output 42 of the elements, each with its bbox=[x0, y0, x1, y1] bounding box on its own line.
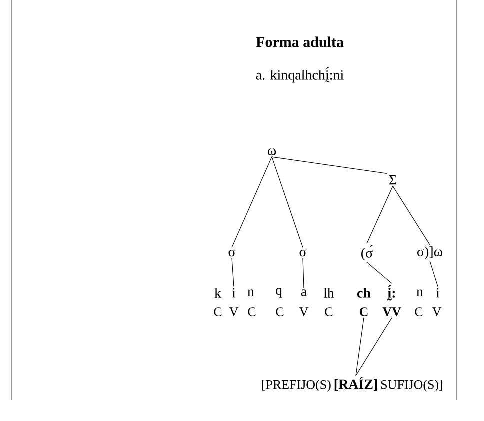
cv-letter: V bbox=[299, 308, 309, 316]
segment-letter: i bbox=[436, 288, 440, 298]
morpheme-label: [PREFIJO(S) bbox=[262, 380, 331, 392]
cv-letter: C bbox=[360, 308, 368, 316]
tree-line bbox=[366, 186, 394, 244]
cv-letter: V bbox=[432, 308, 442, 316]
tree-label: σ)]ω bbox=[418, 246, 442, 260]
segment-letter: ḭ́: bbox=[387, 285, 396, 301]
segment-letter: i bbox=[232, 288, 236, 298]
tree-line bbox=[232, 258, 234, 287]
segment-letter: lh bbox=[324, 288, 334, 298]
tree-line bbox=[232, 156, 272, 248]
tree-line bbox=[392, 186, 430, 246]
cv-letter: VV bbox=[382, 308, 402, 316]
tree-line bbox=[356, 318, 364, 376]
cv-letter: C bbox=[276, 308, 284, 316]
tree-line bbox=[366, 262, 392, 284]
tree-line bbox=[356, 318, 392, 376]
tree-line bbox=[272, 156, 388, 174]
segment-letter: k bbox=[214, 288, 222, 298]
cv-letter: V bbox=[229, 308, 239, 316]
segment-letter: ch bbox=[358, 288, 371, 298]
segment-letter: a bbox=[301, 290, 307, 296]
cv-letter: C bbox=[248, 308, 256, 316]
segment-letter: n bbox=[248, 290, 254, 296]
segment-letter: q bbox=[276, 288, 282, 298]
tree-label: ω bbox=[268, 148, 276, 156]
title: Forma adulta bbox=[256, 36, 344, 48]
cv-letter: C bbox=[415, 308, 423, 316]
cv-letter: C bbox=[214, 308, 222, 316]
tree-label: Σ bbox=[389, 175, 396, 185]
tree-line bbox=[272, 156, 304, 248]
tree-label: σ bbox=[300, 249, 307, 257]
tree-label: σ bbox=[228, 249, 236, 257]
tree-line bbox=[430, 260, 438, 287]
morpheme-label: SUFIJO(S)] bbox=[381, 380, 442, 392]
segment-letter: n bbox=[416, 290, 424, 296]
tree-line bbox=[302, 258, 304, 288]
cv-letter: C bbox=[325, 308, 333, 316]
morpheme-label: [RAÍZ] bbox=[334, 377, 378, 391]
tree-label: (σ́ bbox=[362, 245, 373, 261]
example-word: a. kinqalhchḭ́:ni bbox=[256, 67, 344, 83]
